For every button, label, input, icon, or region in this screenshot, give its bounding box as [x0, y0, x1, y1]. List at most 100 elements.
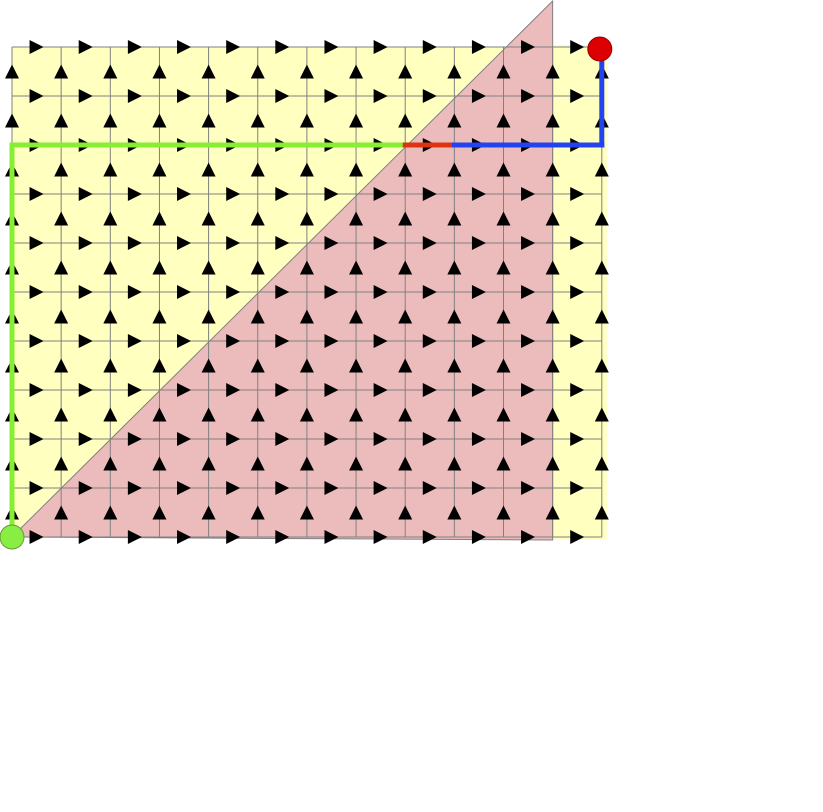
arrow-right-icon	[226, 40, 241, 54]
arrow-up-icon	[152, 64, 167, 79]
arrow-up-icon	[545, 358, 560, 373]
arrow-up-icon	[54, 64, 69, 79]
arrow-right-icon	[570, 530, 585, 544]
arrow-right-icon	[471, 334, 486, 348]
arrow-right-icon	[275, 89, 290, 103]
arrow-right-icon	[570, 383, 585, 397]
arrow-right-icon	[324, 187, 339, 201]
arrow-right-icon	[275, 530, 290, 544]
arrow-up-icon	[545, 113, 560, 128]
arrow-up-icon	[201, 113, 216, 128]
arrow-right-icon	[324, 334, 339, 348]
arrow-right-icon	[422, 530, 437, 544]
arrow-right-icon	[29, 236, 44, 250]
arrow-right-icon	[324, 383, 339, 397]
arrow-right-icon	[127, 187, 142, 201]
arrow-right-icon	[471, 285, 486, 299]
arrow-up-icon	[250, 113, 265, 128]
arrow-up-icon	[250, 211, 265, 226]
arrow-right-icon	[29, 334, 44, 348]
arrow-right-icon	[521, 187, 536, 201]
arrow-right-icon	[226, 187, 241, 201]
arrow-right-icon	[324, 89, 339, 103]
arrow-up-icon	[594, 358, 609, 373]
arrow-up-icon	[447, 211, 462, 226]
arrow-right-icon	[373, 89, 388, 103]
arrow-up-icon	[250, 260, 265, 275]
arrow-up-icon	[594, 407, 609, 422]
arrow-up-icon	[152, 407, 167, 422]
arrow-right-icon	[422, 40, 437, 54]
arrow-right-icon	[570, 432, 585, 446]
arrow-right-icon	[78, 530, 93, 544]
arrow-right-icon	[324, 236, 339, 250]
arrow-right-icon	[127, 383, 142, 397]
arrow-up-icon	[103, 456, 118, 471]
arrow-right-icon	[78, 187, 93, 201]
arrow-up-icon	[54, 505, 69, 520]
arrow-right-icon	[324, 40, 339, 54]
arrow-up-icon	[594, 456, 609, 471]
arrow-up-icon	[299, 407, 314, 422]
arrow-up-icon	[496, 260, 511, 275]
arrow-right-icon	[422, 89, 437, 103]
arrow-up-icon	[398, 64, 413, 79]
arrow-right-icon	[127, 334, 142, 348]
arrow-up-icon	[496, 64, 511, 79]
arrow-up-icon	[447, 162, 462, 177]
arrow-up-icon	[447, 456, 462, 471]
arrow-up-icon	[201, 309, 216, 324]
arrow-right-icon	[422, 285, 437, 299]
arrow-right-icon	[275, 285, 290, 299]
arrow-right-icon	[422, 383, 437, 397]
arrow-up-icon	[299, 113, 314, 128]
arrow-right-icon	[373, 236, 388, 250]
arrow-up-icon	[349, 407, 364, 422]
arrow-right-icon	[570, 236, 585, 250]
arrow-right-icon	[226, 285, 241, 299]
arrow-up-icon	[545, 162, 560, 177]
arrow-up-icon	[349, 358, 364, 373]
arrow-up-icon	[250, 309, 265, 324]
arrow-up-icon	[349, 162, 364, 177]
arrow-up-icon	[103, 505, 118, 520]
arrow-right-icon	[78, 481, 93, 495]
arrow-up-icon	[103, 162, 118, 177]
arrow-up-icon	[299, 211, 314, 226]
arrow-up-icon	[349, 505, 364, 520]
arrow-right-icon	[373, 383, 388, 397]
arrow-up-icon	[201, 358, 216, 373]
arrow-right-icon	[521, 432, 536, 446]
arrow-right-icon	[373, 334, 388, 348]
arrow-right-icon	[226, 481, 241, 495]
arrow-up-icon	[545, 211, 560, 226]
direction-arrows	[5, 40, 609, 544]
arrow-right-icon	[29, 530, 44, 544]
arrow-right-icon	[521, 383, 536, 397]
arrow-up-icon	[299, 64, 314, 79]
arrow-right-icon	[78, 334, 93, 348]
arrow-up-icon	[545, 64, 560, 79]
arrow-right-icon	[570, 481, 585, 495]
arrow-right-icon	[177, 481, 192, 495]
arrow-up-icon	[545, 260, 560, 275]
arrow-right-icon	[422, 187, 437, 201]
arrow-right-icon	[275, 236, 290, 250]
arrow-right-icon	[373, 481, 388, 495]
arrow-up-icon	[54, 113, 69, 128]
arrow-right-icon	[177, 334, 192, 348]
arrow-up-icon	[545, 309, 560, 324]
arrow-right-icon	[226, 236, 241, 250]
arrow-right-icon	[29, 187, 44, 201]
arrow-right-icon	[78, 40, 93, 54]
arrow-up-icon	[201, 505, 216, 520]
arrow-right-icon	[78, 236, 93, 250]
arrow-up-icon	[54, 358, 69, 373]
arrow-up-icon	[398, 407, 413, 422]
arrow-up-icon	[447, 407, 462, 422]
arrow-right-icon	[78, 89, 93, 103]
arrow-up-icon	[545, 456, 560, 471]
end-node	[587, 36, 613, 62]
